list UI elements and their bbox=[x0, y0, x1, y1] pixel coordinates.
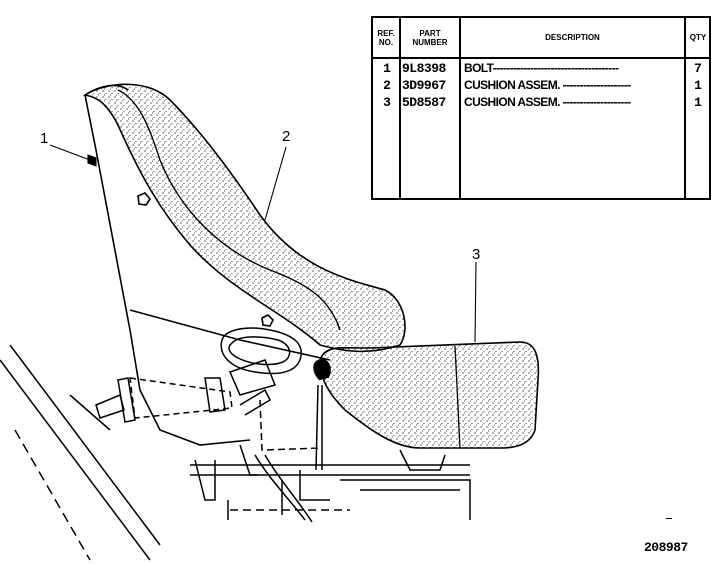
leader-lines bbox=[49, 144, 477, 343]
callout-3-label: 3 bbox=[472, 246, 481, 263]
part-qty: 7 bbox=[694, 61, 702, 76]
table-row: 3 5D8587 CUSHION ASSEM. ----------------… bbox=[373, 94, 709, 111]
header-description: DESCRIPTION bbox=[545, 33, 600, 42]
ref-number: 2 bbox=[383, 78, 391, 93]
figure-id: 208987 bbox=[644, 540, 688, 555]
back-cushion bbox=[82, 83, 406, 353]
parts-table: REF. NO. PART NUMBER DESCRIPTION QTY 1 9… bbox=[371, 16, 711, 200]
seat-cushion bbox=[319, 341, 540, 449]
part-qty: 1 bbox=[694, 95, 702, 110]
part-number: 9L8398 bbox=[402, 61, 446, 76]
figure-dash bbox=[666, 518, 672, 519]
part-number: 3D9967 bbox=[402, 78, 446, 93]
header-qty: QTY bbox=[689, 33, 707, 42]
part-description: CUSHION ASSEM. -------------------- bbox=[464, 78, 631, 92]
base-frame bbox=[0, 344, 471, 561]
part-qty: 1 bbox=[694, 78, 702, 93]
ref-number: 3 bbox=[383, 95, 391, 110]
part-description: BOLT------------------------------------… bbox=[464, 61, 619, 75]
header-ref-no: REF. NO. bbox=[377, 28, 395, 47]
lever-mechanism bbox=[69, 327, 331, 471]
part-number: 5D8587 bbox=[402, 95, 446, 110]
ref-number: 1 bbox=[383, 61, 391, 76]
part-description: CUSHION ASSEM. -------------------- bbox=[464, 95, 631, 109]
table-row: 1 9L8398 BOLT---------------------------… bbox=[373, 60, 709, 77]
callout-2-label: 2 bbox=[282, 128, 291, 145]
header-part-number: PART NUMBER bbox=[412, 28, 448, 47]
table-row: 2 3D9967 CUSHION ASSEM. ----------------… bbox=[373, 77, 709, 94]
callout-1-label: 1 bbox=[40, 130, 49, 147]
